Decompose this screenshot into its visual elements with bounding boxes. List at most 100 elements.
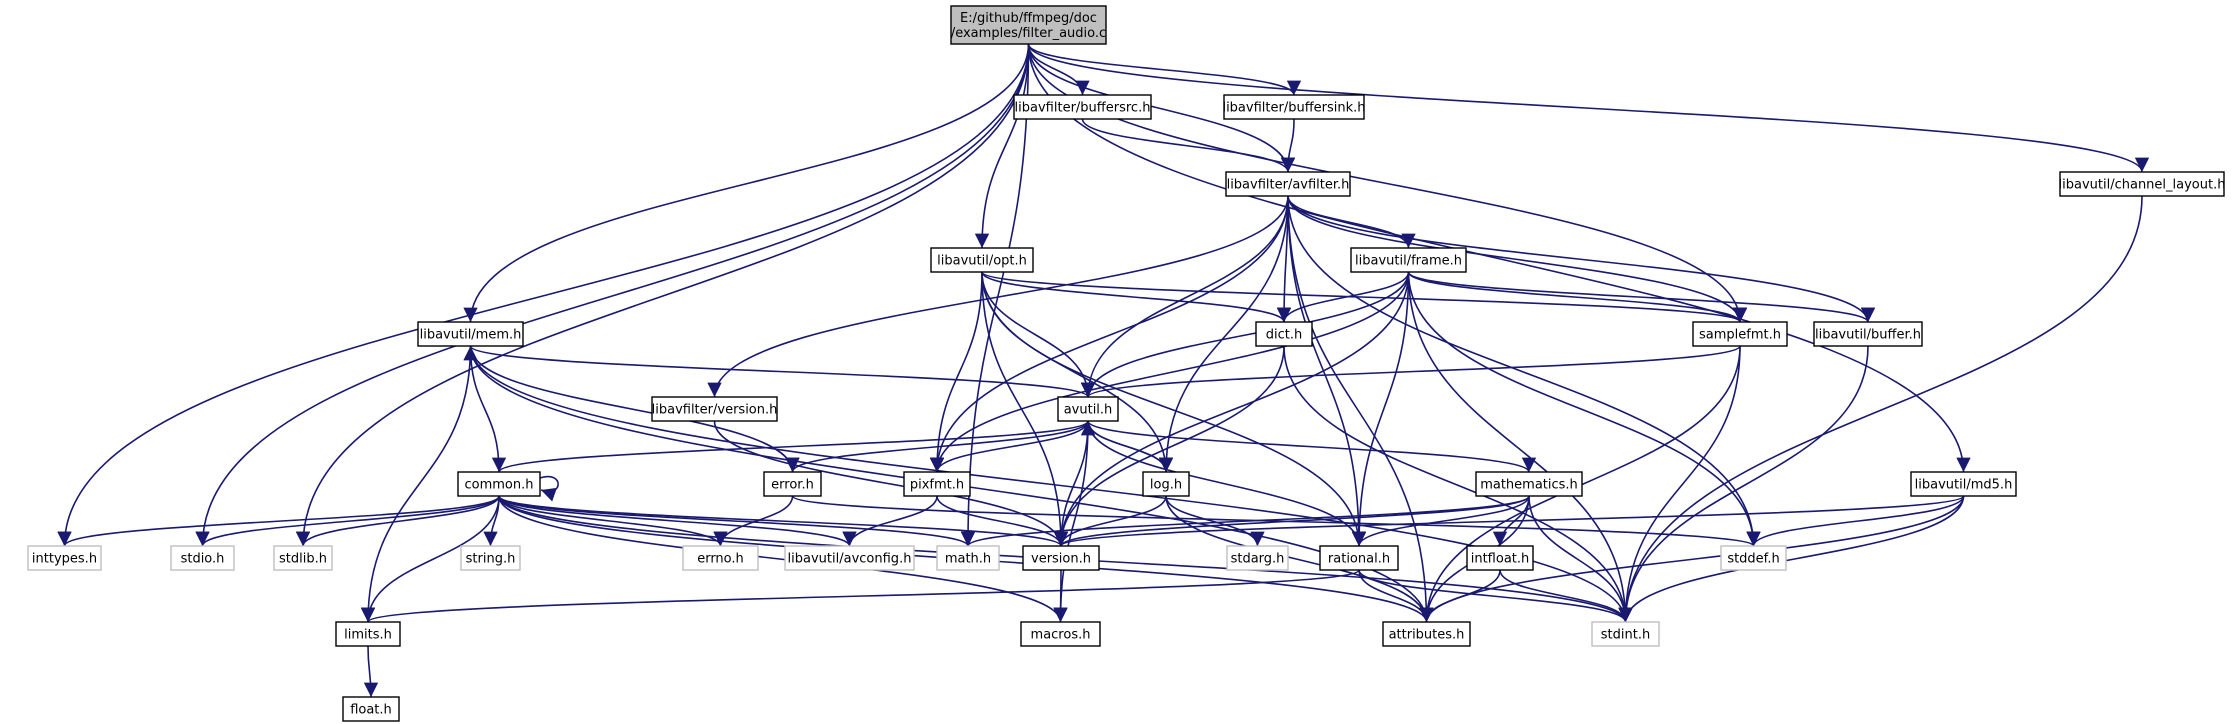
node-mem[interactable]: libavutil/mem.h [417,321,524,347]
edge-avfilter-to-pixfmt [929,195,1289,473]
edge-samplefmt-to-avutil [1081,345,1741,398]
node-box-rational [1319,545,1399,571]
node-inttypes: inttypes.h [27,545,102,571]
node-label: stdio.h [181,552,225,567]
node-attributes[interactable]: attributes.h [1382,621,1471,647]
edge-root-to-opt [974,43,1030,249]
edge-avfilter-to-frame [1287,195,1416,249]
node-intfloat[interactable]: intfloat.h [1466,545,1534,571]
node-box-stddef [1720,545,1787,571]
node-box-math [936,545,1000,571]
node-label: libavutil/md5.h [1915,478,2013,493]
node-box-avconfig [784,545,915,571]
node-box-frame [1350,247,1467,273]
edge-avfilter-to-stddef [1287,195,1761,547]
node-box-buffer [1813,321,1923,347]
edge-lavf_version-to-version [713,420,1069,547]
edge-opt-to-rational [981,271,1367,547]
edge-avfilter-to-samplefmt [1287,195,1748,323]
edge-dict-to-stdint [1283,345,1633,623]
node-box-md5 [1910,471,2017,497]
edge-frame-to-stdint [1407,271,1633,623]
node-dict[interactable]: dict.h [1255,321,1313,347]
node-mathematics[interactable]: mathematics.h [1475,471,1583,497]
node-label: stdarg.h [1231,552,1285,567]
edge-rational-to-limits [361,569,1360,623]
node-box-attributes [1382,621,1471,647]
node-opt[interactable]: libavutil/opt.h [930,247,1034,273]
edge-common-to-inttypes [57,495,500,547]
node-limits[interactable]: limits.h [335,621,401,647]
node-channel_layout[interactable]: libavutil/channel_layout.h [2059,171,2226,197]
edge-common-to-common [539,475,559,502]
node-lavf_version[interactable]: libavfilter/version.h [651,396,778,422]
edge-mathematics-to-math [961,495,1530,547]
edge-root-to-md5 [1027,43,1971,473]
node-errno: errno.h [682,545,759,571]
edge-frame-to-version [1053,271,1410,547]
edge-avfilter-to-buffer [1287,195,1876,323]
node-label: math.h [945,552,991,567]
node-label: /examples/filter_audio.c [951,26,1106,41]
node-pixfmt[interactable]: pixfmt.h [903,471,971,497]
node-md5[interactable]: libavutil/md5.h [1910,471,2017,497]
node-label: string.h [466,552,516,567]
edge-avfilter-to-lavf_version [707,195,1289,398]
node-box-limits [335,621,401,647]
node-samplefmt[interactable]: samplefmt.h [1692,321,1788,347]
edge-opt-to-pixfmt [929,271,983,473]
edge-opt-to-dict [981,271,1292,323]
node-buffer[interactable]: libavutil/buffer.h [1813,321,1923,347]
node-log[interactable]: log.h [1142,471,1190,497]
edge-root-to-avfilter [1027,43,1296,173]
node-stdlib: stdlib.h [273,545,333,571]
edge-avfilter-to-attributes [1287,195,1434,623]
node-label: attributes.h [1389,628,1465,643]
node-stddef: stddef.h [1720,545,1787,571]
edge-channel_layout-to-stdint [1618,195,2143,623]
node-box-pixfmt [903,471,971,497]
edge-avfilter-to-log [1158,195,1289,473]
node-rational[interactable]: rational.h [1319,545,1399,571]
node-label: libavutil/channel_layout.h [2059,178,2226,193]
edge-md5-to-stddef [1746,495,1965,547]
edge-root-to-stdlib [295,43,1030,547]
node-root[interactable]: E:/github/ffmpeg/doc/examples/filter_aud… [950,5,1107,45]
node-stdint: stdint.h [1591,621,1660,647]
node-box-version [1022,545,1100,571]
node-label: error.h [771,478,814,493]
node-box-buffersink [1223,94,1365,120]
node-float[interactable]: float.h [342,696,400,722]
node-buffersrc[interactable]: libavfilter/buffersrc.h [1013,94,1152,120]
node-avutil[interactable]: avutil.h [1057,396,1119,422]
edge-common-to-stdlib [295,495,500,547]
node-label: libavfilter/buffersrc.h [1015,101,1151,116]
node-error[interactable]: error.h [763,471,822,497]
node-version[interactable]: version.h [1022,545,1100,571]
node-box-log [1142,471,1190,497]
edge-root-to-stdio [195,43,1030,547]
edge-avutil-to-mathematics [1087,420,1536,473]
node-common[interactable]: common.h [457,471,541,497]
edge-samplefmt-to-stdint [1618,345,1741,623]
node-label: libavutil/opt.h [937,254,1027,269]
edge-buffersrc-to-avfilter [1081,118,1296,173]
node-box-macros [1020,621,1101,647]
edge-opt-to-samplefmt [981,271,1747,323]
node-box-stdio [170,545,235,571]
edge-opt-to-avutil [981,271,1096,398]
node-label: libavutil/avconfig.h [788,552,912,567]
node-label: errno.h [697,552,744,567]
node-box-samplefmt [1692,321,1788,347]
node-avfilter[interactable]: libavfilter/avfilter.h [1225,171,1351,197]
edge-buffersink-to-avfilter [1280,118,1296,173]
node-label: libavfilter/avfilter.h [1227,178,1350,193]
node-macros[interactable]: macros.h [1020,621,1101,647]
node-buffersink[interactable]: libavfilter/buffersink.h [1222,94,1366,120]
node-box-opt [930,247,1034,273]
node-box-avutil [1057,396,1119,422]
node-label: rational.h [1328,552,1390,567]
node-label: version.h [1031,552,1091,567]
node-frame[interactable]: libavutil/frame.h [1350,247,1467,273]
